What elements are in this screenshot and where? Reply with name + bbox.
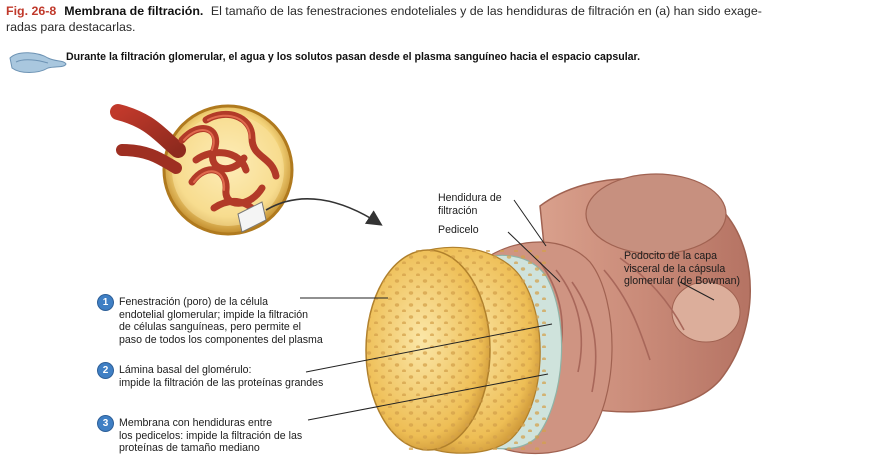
item-3-badge: 3 xyxy=(98,416,113,431)
item-2-text: Lámina basal del glomérulo: impide la fi… xyxy=(119,364,324,389)
filtration-membrane-zoom xyxy=(365,173,751,454)
item-1-text: Fenestración (poro) de la célula endotel… xyxy=(119,296,323,346)
kidney-nephron-icon xyxy=(9,52,67,73)
label-filtration-slit: Hendidura de filtración xyxy=(438,192,502,217)
label-podocyte: Podocito de la capa visceral de la cápsu… xyxy=(624,250,740,287)
figure-number: Fig. 26-8 xyxy=(6,4,57,18)
figure-caption: Fig. 26-8 Membrana de filtración. El tama… xyxy=(6,4,874,35)
figure-title: Membrana de filtración. xyxy=(64,4,204,18)
leader-lines xyxy=(300,199,715,421)
item-1-badge: 1 xyxy=(98,295,113,310)
figure-caption-text: El tamaño de las fenestraciones endoteli… xyxy=(6,4,762,34)
renal-corpuscle-inset xyxy=(110,104,294,236)
zoom-arrow xyxy=(265,198,383,226)
summary-statement: Durante la filtración glomerular, el agu… xyxy=(66,51,641,63)
label-pedicel: Pedicelo xyxy=(438,224,479,236)
item-3-text: Membrana con hendiduras entre los pedice… xyxy=(119,417,303,454)
item-2-badge: 2 xyxy=(98,363,113,378)
